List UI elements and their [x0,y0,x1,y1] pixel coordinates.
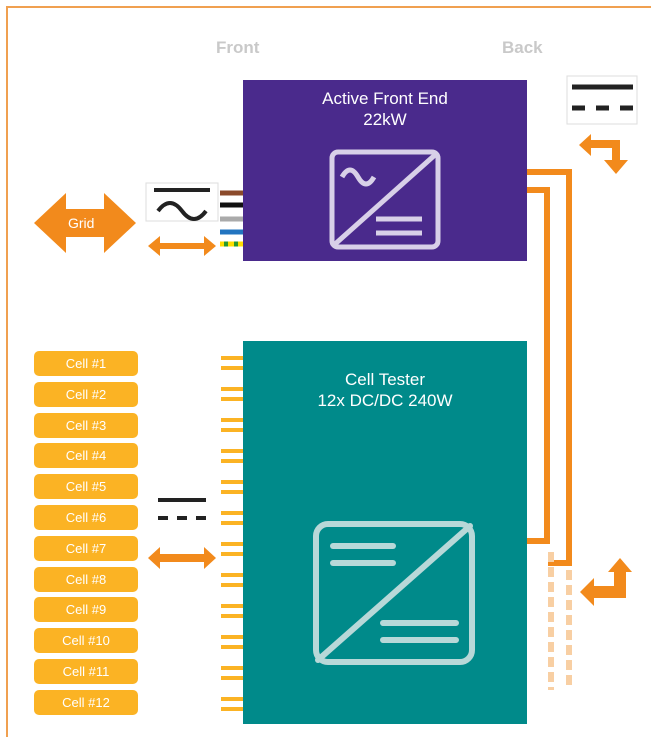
cell-item-10: Cell #10 [34,628,138,654]
cell-item-1: Cell #1 [34,351,138,376]
afe-title: Active Front End [322,89,448,108]
frame-left-border [6,6,8,737]
afe-power: 22kW [363,110,407,129]
dc-bidirectional-arrow-icon [148,547,216,569]
elbow-arrow-bottom-icon [580,558,632,606]
dc-faded-dashes [548,552,572,690]
elbow-arrow-top-icon [579,134,628,174]
grid-arrow-icon [34,193,136,253]
cell-item-11: Cell #11 [34,659,138,684]
cell-item-9: Cell #9 [34,597,138,623]
cell-item-6: Cell #6 [34,505,138,530]
cell-item-4: Cell #4 [34,443,138,469]
cell-connectors [221,356,243,711]
front-label: Front [216,38,260,57]
back-label: Back [502,38,543,57]
cell-item-7: Cell #7 [34,535,138,561]
inverter-icon [329,149,441,250]
ac-bidirectional-arrow-icon [148,236,216,256]
frame-top-border [6,6,651,8]
grid-label: Grid [68,215,95,231]
tester-title: Cell Tester [345,370,425,389]
cell-item-2: Cell #2 [34,381,138,407]
cell-item-5: Cell #5 [34,474,138,500]
cell-item-3: Cell #3 [34,412,138,438]
dc-symbol-top-icon [566,75,638,125]
ac-cables [220,190,243,247]
cell-item-12: Cell #12 [34,689,138,715]
cell-item-8: Cell #8 [34,566,138,592]
tester-spec: 12x DC/DC 240W [317,391,453,410]
dcdc-converter-icon [313,521,475,665]
dc-link-lines [527,169,572,566]
dc-symbol-cells-icon [158,498,206,520]
ac-symbol-icon [145,182,219,222]
